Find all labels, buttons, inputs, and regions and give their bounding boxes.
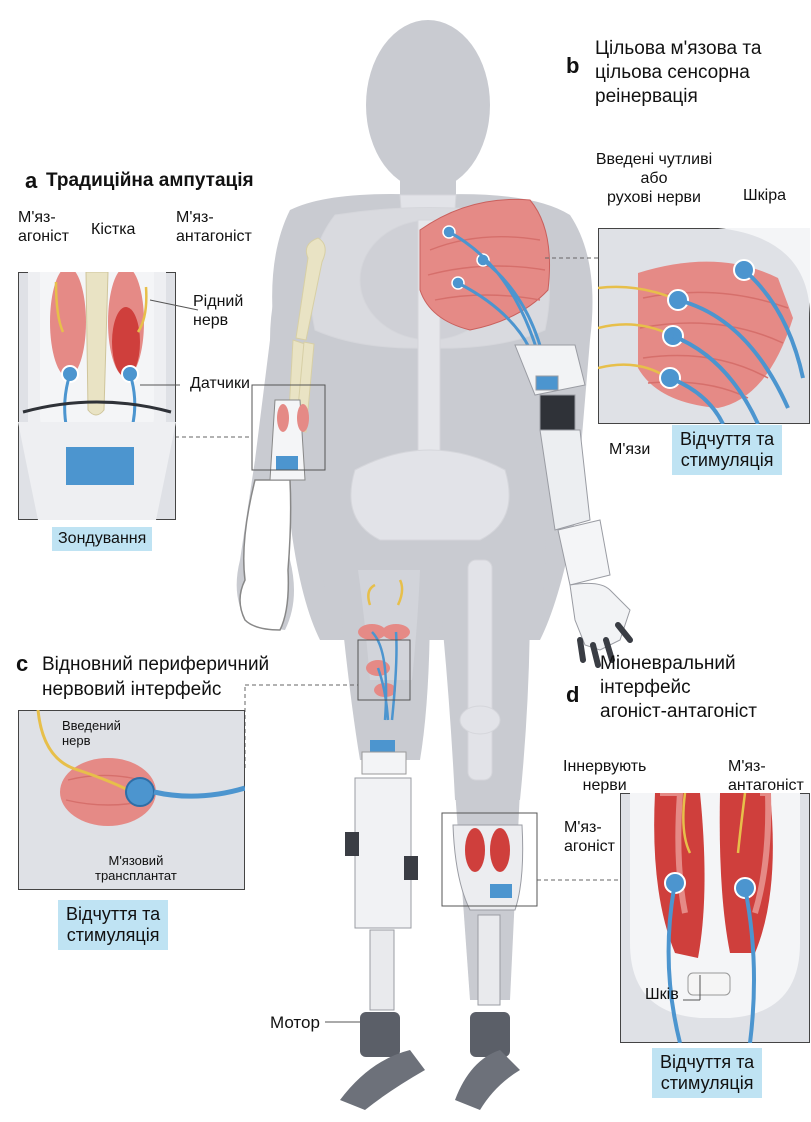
label-leader-lines bbox=[0, 0, 811, 1122]
